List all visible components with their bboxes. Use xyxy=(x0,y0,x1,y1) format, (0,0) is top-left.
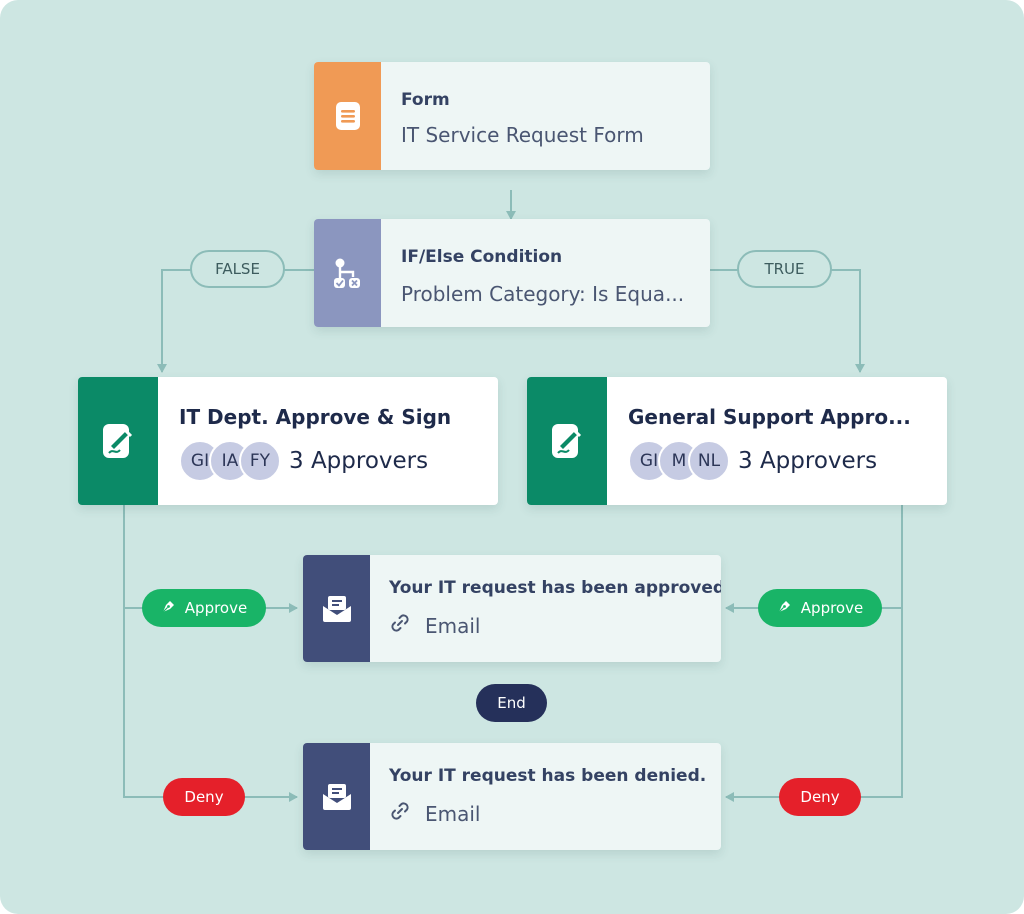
approval-title-it-dept: IT Dept. Approve & Sign xyxy=(179,405,452,429)
avatar: FY xyxy=(239,440,281,482)
deny-outcome-left: Deny xyxy=(163,778,245,816)
approver-avatars-it-dept: GI IA FY 3 Approvers xyxy=(179,440,428,482)
connector-right-deny xyxy=(725,608,903,802)
sign-document-icon xyxy=(101,421,135,461)
end-node: End xyxy=(476,684,547,722)
condition-node-strip xyxy=(314,219,381,327)
condition-node[interactable]: IF/Else Condition Problem Category: Is E… xyxy=(314,219,710,327)
email-node-approved[interactable]: Your IT request has been approved. Email xyxy=(303,555,721,662)
approval-title-general-support: General Support Appro... xyxy=(628,405,911,429)
approve-label: Approve xyxy=(184,599,248,617)
approval-node-strip xyxy=(527,377,607,505)
form-node[interactable]: Form IT Service Request Form xyxy=(314,62,710,170)
email-denied-title: Your IT request has been denied. xyxy=(389,766,707,786)
condition-node-kicker: IF/Else Condition xyxy=(401,247,563,267)
sign-document-icon xyxy=(550,421,584,461)
email-type-label: Email xyxy=(425,801,481,826)
approve-outcome-left: Approve xyxy=(142,589,266,627)
branch-condition-icon xyxy=(331,256,365,290)
connector-left-deny xyxy=(123,608,298,802)
email-envelope-icon xyxy=(321,594,353,624)
email-node-strip xyxy=(303,743,370,850)
email-node-strip xyxy=(303,555,370,662)
email-denied-type: Email xyxy=(389,800,481,827)
approve-outcome-right: Approve xyxy=(758,589,882,627)
email-approved-title: Your IT request has been approved. xyxy=(389,578,721,598)
link-icon xyxy=(389,612,425,639)
approval-node-strip xyxy=(78,377,158,505)
email-approved-type: Email xyxy=(389,612,481,639)
email-node-denied[interactable]: Your IT request has been denied. Email xyxy=(303,743,721,850)
form-node-subtitle: IT Service Request Form xyxy=(401,123,644,147)
email-type-label: Email xyxy=(425,613,481,638)
approval-node-general-support[interactable]: General Support Appro... GI M NL 3 Appro… xyxy=(527,377,947,505)
form-node-strip xyxy=(314,62,381,170)
approve-pen-icon xyxy=(161,598,185,618)
deny-outcome-right: Deny xyxy=(779,778,861,816)
approve-pen-icon xyxy=(777,598,801,618)
form-node-kicker: Form xyxy=(401,90,450,110)
approve-label: Approve xyxy=(800,599,864,617)
approvers-count: 3 Approvers xyxy=(738,448,878,474)
approver-avatars-general-support: GI M NL 3 Approvers xyxy=(628,440,877,482)
true-branch-label: TRUE xyxy=(737,250,832,288)
condition-node-subtitle: Problem Category: Is Equa... xyxy=(401,282,685,306)
approvers-count: 3 Approvers xyxy=(289,448,429,474)
form-document-icon xyxy=(335,101,361,131)
email-envelope-icon xyxy=(321,782,353,812)
link-icon xyxy=(389,800,425,827)
false-branch-label: FALSE xyxy=(190,250,285,288)
approval-node-it-dept[interactable]: IT Dept. Approve & Sign GI IA FY 3 Appro… xyxy=(78,377,498,505)
avatar: NL xyxy=(688,440,730,482)
